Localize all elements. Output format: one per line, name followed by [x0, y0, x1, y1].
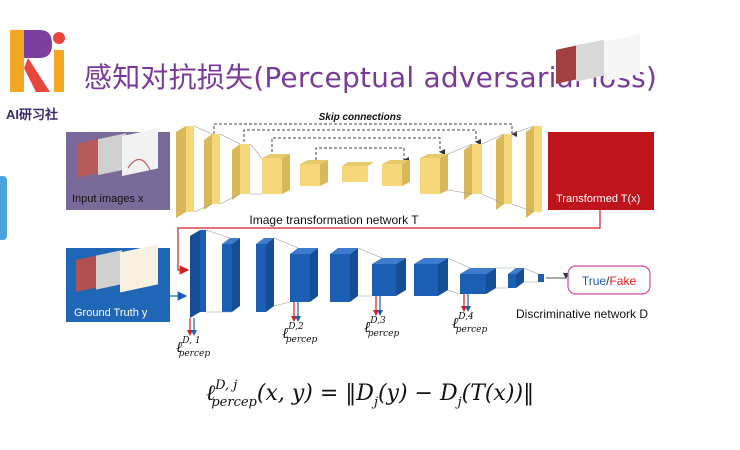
disc-block-7	[414, 258, 448, 296]
transform-block-6	[342, 162, 374, 182]
skip-connections-label: Skip connections	[319, 112, 402, 123]
disc-block-3	[256, 238, 274, 312]
skip-connection-lines	[213, 123, 517, 163]
svg-text:True/Fake: True/Fake	[582, 274, 637, 288]
side-nav-tab[interactable]	[0, 176, 7, 240]
transform-block-1	[176, 126, 194, 218]
discriminative-network-label: Discriminative network D	[516, 307, 648, 321]
ground-truth-box: Ground Truth y	[66, 244, 170, 322]
transformed-label: Transformed T(x)	[556, 193, 640, 205]
transform-block-11	[526, 126, 542, 218]
disc-block-2	[222, 238, 240, 312]
transform-block-7	[382, 160, 410, 186]
percep-tap-arrows	[187, 294, 471, 336]
transform-network-label: Image transformation network T	[249, 213, 419, 227]
disc-block-4	[290, 248, 318, 302]
transform-block-3	[232, 144, 250, 200]
logo-text: AI研习社	[6, 107, 59, 122]
output-true-text: True	[582, 274, 607, 288]
transform-block-4	[262, 154, 290, 194]
transform-block-10	[496, 134, 512, 210]
transform-block-2	[204, 134, 220, 210]
disc-block-1	[190, 230, 206, 318]
true-fake-box: True/Fake	[567, 265, 651, 295]
transform-block-5	[300, 160, 328, 186]
ai-logo-icon	[10, 30, 65, 92]
perceptual-loss-formula: ℓD, jpercep(x, y) = ‖Dj(y) − Dj(T(x))‖	[205, 378, 535, 410]
disc-block-9	[508, 268, 524, 288]
output-fake-text: Fake	[609, 274, 636, 288]
transform-network-blocks	[176, 125, 542, 218]
input-images-box: Input images x	[66, 128, 170, 210]
disc-block-5	[330, 248, 358, 302]
transformed-to-discriminator-arrow	[177, 210, 601, 275]
transform-block-9	[464, 144, 482, 200]
disc-block-10	[538, 274, 544, 282]
disc-block-6	[372, 258, 406, 296]
disc-block-8	[460, 268, 496, 294]
transformed-box: Transformed T(x)	[548, 33, 654, 210]
input-images-label: Input images x	[72, 193, 144, 205]
discriminator-blocks	[190, 229, 544, 318]
ground-truth-label: Ground Truth y	[74, 307, 148, 319]
transform-block-8	[420, 154, 448, 194]
